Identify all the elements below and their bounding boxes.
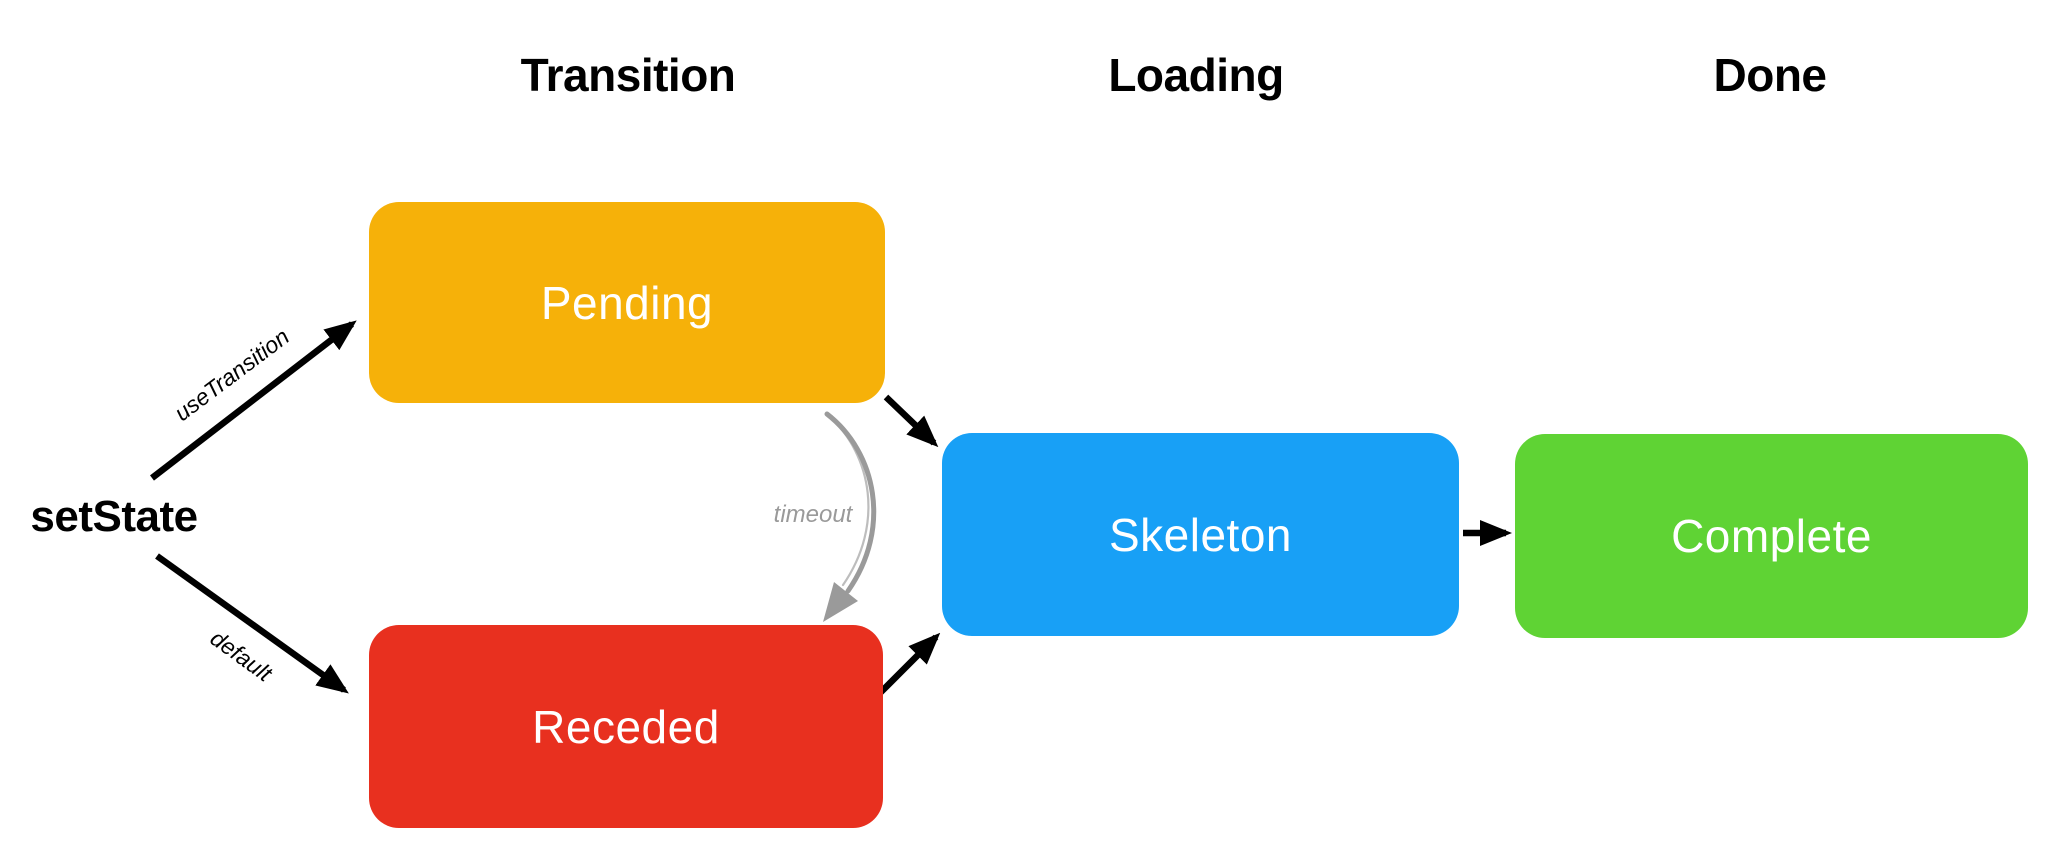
node-complete-label: Complete [1671, 510, 1872, 562]
edge-setstate-to-pending-arrow [150, 320, 357, 481]
node-receded: Receded [369, 625, 883, 828]
edge-timeout-curve-sketch [828, 415, 870, 587]
column-header-transition: Transition [520, 49, 736, 101]
column-header-loading: Loading [1108, 49, 1284, 101]
edge-timeout-curve [824, 411, 877, 594]
node-skeleton: Skeleton [942, 433, 1459, 636]
node-receded-label: Receded [532, 700, 720, 753]
column-header-done: Done [1713, 49, 1828, 101]
node-pending: Pending [369, 202, 885, 403]
node-pending-label: Pending [540, 276, 714, 329]
edge-pending-to-skeleton-arrow [883, 394, 939, 448]
edge-label-timeout: timeout [773, 501, 853, 528]
node-skeleton-label: Skeleton [1108, 508, 1292, 561]
edge-receded-to-skeleton-arrow [877, 632, 941, 696]
setstate-entry-label: setState [30, 492, 198, 541]
node-complete: Complete [1515, 434, 2028, 638]
timeout-arrowhead-icon [823, 582, 858, 622]
edge-setstate-to-receded-arrow [155, 553, 349, 694]
